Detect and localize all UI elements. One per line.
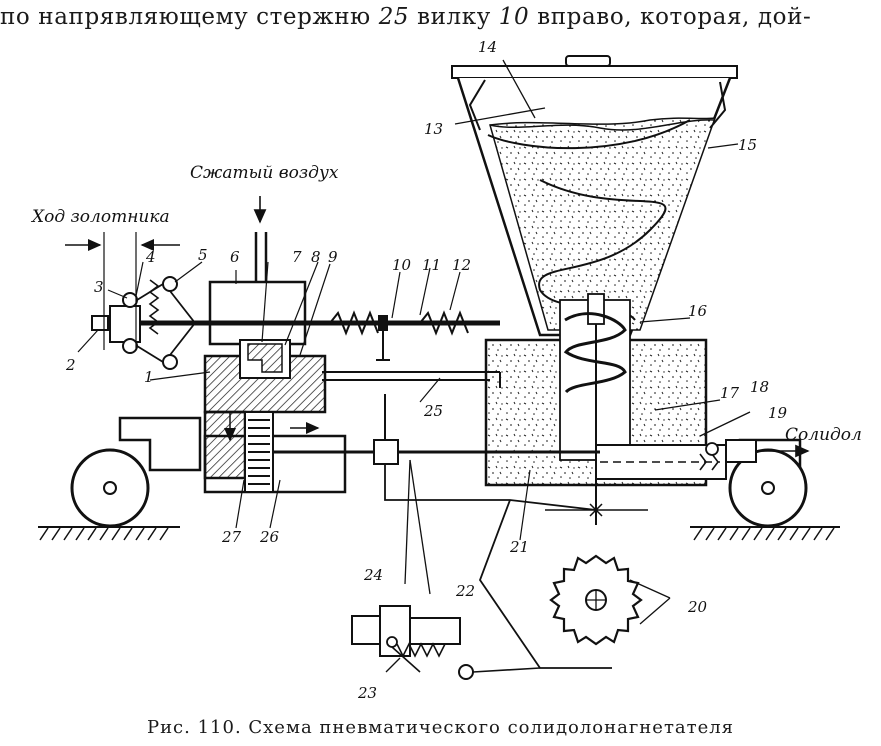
grease-pump-diagram: Сжатый воздух Ход золотника Солидол 1 2 … — [0, 36, 881, 716]
callout-16: 16 — [688, 302, 708, 320]
callout-20: 20 — [687, 598, 708, 616]
top-line-number-2: 10 — [498, 4, 530, 30]
callout-1: 1 — [144, 368, 154, 386]
callout-18: 18 — [750, 378, 769, 396]
callout-3: 3 — [94, 278, 104, 296]
callout-9: 9 — [328, 248, 338, 266]
callout-5: 5 — [198, 246, 208, 264]
callout-2: 2 — [65, 356, 76, 374]
callout-12: 12 — [452, 256, 471, 274]
label-compressed-air: Сжатый воздух — [190, 163, 339, 183]
leader-lines — [77, 261, 531, 541]
top-line-number-1: 25 — [378, 4, 410, 30]
callout-13: 13 — [424, 120, 443, 138]
ratchet-wheel — [545, 503, 648, 646]
ground-right — [690, 526, 840, 541]
callout-17: 17 — [720, 384, 740, 402]
callout-15: 15 — [738, 136, 757, 154]
callout-6: 6 — [230, 248, 240, 266]
label-spool-stroke: Ход золотника — [30, 207, 170, 227]
callout-7: 7 — [292, 248, 302, 266]
diagram-svg: Сжатый воздух Ход золотника Солидол 1 2 … — [30, 38, 862, 702]
ground-left — [38, 526, 180, 541]
callout-23: 23 — [357, 684, 377, 702]
callout-8: 8 — [311, 248, 321, 266]
air-cylinder — [203, 339, 600, 511]
figure-caption: Рис. 110. Схема пневматического солидоло… — [146, 717, 735, 738]
callout-4: 4 — [145, 248, 156, 266]
callout-11: 11 — [422, 256, 441, 274]
wheel-right — [728, 448, 808, 528]
top-line-part-c: вправо, которая, дой- — [537, 4, 812, 30]
callout-19: 19 — [768, 404, 788, 422]
callout-14: 14 — [478, 38, 497, 56]
callout-25: 25 — [423, 402, 443, 420]
lever-linkage — [351, 459, 671, 680]
pump-body — [484, 293, 708, 525]
hopper — [451, 55, 739, 337]
top-line-part-a: по напрявляющему стержню — [0, 4, 371, 30]
label-grease: Солидол — [785, 425, 862, 445]
top-line-part-b: вилку — [417, 4, 491, 30]
callout-10: 10 — [392, 256, 412, 274]
callout-26: 26 — [259, 528, 280, 546]
continuation-text-line: по напрявляющему стержню 25 вилку 10 впр… — [0, 0, 881, 34]
callout-21: 21 — [509, 538, 529, 556]
delivery-line — [595, 399, 810, 480]
wheel-left — [70, 448, 150, 528]
callout-22: 22 — [455, 582, 475, 600]
callout-24: 24 — [363, 566, 383, 584]
callout-27: 27 — [221, 528, 242, 546]
